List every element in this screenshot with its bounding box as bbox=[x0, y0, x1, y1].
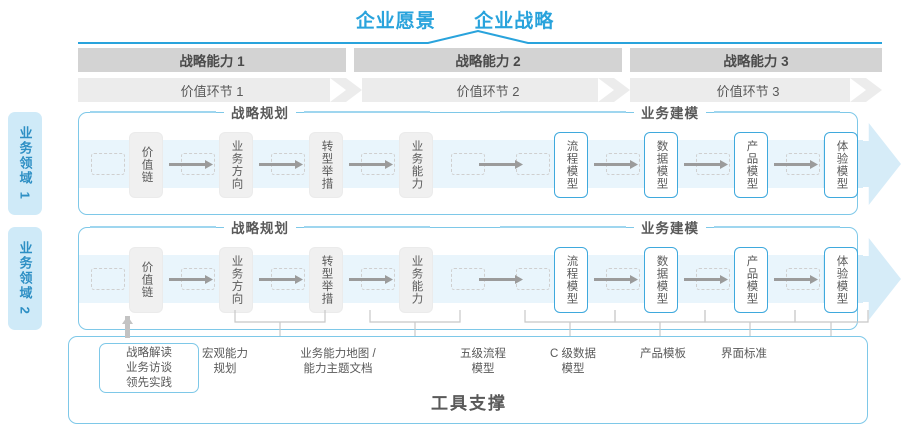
capability-gap-2 bbox=[622, 48, 630, 72]
enterprise-vision-title: 企业愿景 bbox=[355, 11, 436, 32]
node-transformation[interactable]: 转型举措 bbox=[309, 247, 343, 313]
capability-cell-2: 战略能力 2 bbox=[354, 48, 622, 72]
top-titles: 企业愿景 企业战略 bbox=[0, 6, 910, 33]
tool-to-node-up-arrow bbox=[122, 316, 133, 338]
step-arrow bbox=[774, 160, 818, 169]
step-arrow bbox=[259, 275, 303, 284]
section-caption-business-modeling-1: 业务建模 bbox=[500, 102, 840, 122]
value-chain-cell-1: 价值环节 1 bbox=[78, 78, 346, 102]
step-arrow bbox=[349, 160, 393, 169]
node-experience-model[interactable]: 体验模型 bbox=[824, 247, 858, 313]
tool-caption-line: 模型 bbox=[561, 363, 585, 375]
node-transformation[interactable]: 转型举措 bbox=[309, 132, 343, 198]
capability-gap-1 bbox=[346, 48, 354, 72]
domain-row-1: 价值链 业务方向 转型举措 业务能力 流程模型 数据模型 产品模型 体验模型 bbox=[78, 112, 901, 215]
step-arrow bbox=[479, 160, 523, 169]
section-caption-strategy-planning-2: 战略规划 bbox=[90, 217, 430, 237]
node-value-chain[interactable]: 价值链 bbox=[129, 247, 163, 313]
tool-highlight-line-2: 业务访谈 bbox=[126, 361, 172, 374]
strategy-peak-connector bbox=[78, 30, 882, 44]
caption-line-right bbox=[714, 226, 840, 228]
caption-line-right bbox=[304, 111, 430, 113]
value-chain-chevron-2 bbox=[614, 78, 630, 102]
value-chain-cell-3: 价值环节 3 bbox=[630, 78, 866, 102]
step-arrow bbox=[479, 275, 523, 284]
node-business-capability[interactable]: 业务能力 bbox=[399, 247, 433, 313]
step-arrow bbox=[169, 160, 213, 169]
tool-caption-data-model: C 级数据 模型 bbox=[511, 347, 635, 377]
value-chain-chevron-3 bbox=[866, 78, 882, 102]
enterprise-strategy-title: 企业战略 bbox=[474, 11, 555, 32]
step-arrow bbox=[349, 275, 393, 284]
tool-highlight-line-3: 领先实践 bbox=[126, 376, 172, 389]
section-caption-strategy-planning-1: 战略规划 bbox=[90, 102, 430, 122]
caption-text: 战略规划 bbox=[224, 217, 296, 237]
tool-caption-line: 产品模板 bbox=[640, 348, 686, 360]
caption-text: 战略规划 bbox=[224, 102, 296, 122]
tool-caption-line: 能力主题文档 bbox=[303, 363, 373, 375]
node-business-direction[interactable]: 业务方向 bbox=[219, 247, 253, 313]
step-arrow bbox=[774, 275, 818, 284]
caption-line-left bbox=[500, 226, 626, 228]
node-data-model[interactable]: 数据模型 bbox=[644, 132, 678, 198]
tool-support-container: 战略解读 业务访谈 领先实践 宏观能力 规划 业务能力地图 / 能力主题文档 五… bbox=[68, 336, 868, 424]
tool-caption-capability-map: 业务能力地图 / 能力主题文档 bbox=[266, 347, 410, 377]
tool-caption-line: 模型 bbox=[471, 363, 495, 375]
node-data-model[interactable]: 数据模型 bbox=[644, 247, 678, 313]
tool-caption-line: C 级数据 bbox=[550, 348, 596, 360]
tool-caption-ui-standard: 界面标准 bbox=[682, 347, 806, 362]
step-arrow bbox=[594, 275, 638, 284]
tool-caption-line: 五级流程 bbox=[460, 348, 506, 360]
node-process-model[interactable]: 流程模型 bbox=[554, 132, 588, 198]
tool-caption-line: 规划 bbox=[213, 363, 237, 375]
slot-placeholder bbox=[91, 153, 125, 175]
caption-text: 业务建模 bbox=[634, 217, 706, 237]
tool-caption-line: 业务能力地图 / bbox=[300, 348, 376, 360]
tool-caption-process-model: 五级流程 模型 bbox=[421, 347, 545, 377]
tool-support-title: 工具支撑 bbox=[431, 394, 507, 413]
sidebar-domain-1[interactable]: 业务领域 1 bbox=[8, 112, 42, 215]
step-arrow bbox=[169, 275, 213, 284]
value-chain-chevron-1 bbox=[346, 78, 362, 102]
caption-line-right bbox=[714, 111, 840, 113]
slot-placeholder bbox=[91, 268, 125, 290]
capability-cell-3: 战略能力 3 bbox=[630, 48, 882, 72]
node-process-model[interactable]: 流程模型 bbox=[554, 247, 588, 313]
step-arrow bbox=[684, 160, 728, 169]
node-experience-model[interactable]: 体验模型 bbox=[824, 132, 858, 198]
node-product-model[interactable]: 产品模型 bbox=[734, 132, 768, 198]
tool-highlight-box[interactable]: 战略解读 业务访谈 领先实践 bbox=[99, 343, 199, 393]
value-chain-row: 价值环节 1 价值环节 2 价值环节 3 bbox=[78, 78, 882, 102]
node-value-chain[interactable]: 价值链 bbox=[129, 132, 163, 198]
tool-caption-line: 界面标准 bbox=[721, 348, 767, 360]
caption-text: 业务建模 bbox=[634, 102, 706, 122]
caption-line-left bbox=[90, 226, 216, 228]
node-business-capability[interactable]: 业务能力 bbox=[399, 132, 433, 198]
step-arrow bbox=[259, 160, 303, 169]
caption-line-left bbox=[500, 111, 626, 113]
value-chain-cell-2: 价值环节 2 bbox=[362, 78, 614, 102]
tool-caption-product-template: 产品模板 bbox=[601, 347, 725, 362]
sidebar-domain-2[interactable]: 业务领域 2 bbox=[8, 227, 42, 330]
step-arrow bbox=[684, 275, 728, 284]
node-business-direction[interactable]: 业务方向 bbox=[219, 132, 253, 198]
section-caption-business-modeling-2: 业务建模 bbox=[500, 217, 840, 237]
tool-highlight-line-1: 战略解读 bbox=[126, 346, 172, 359]
capability-cell-1: 战略能力 1 bbox=[78, 48, 346, 72]
step-arrow bbox=[594, 160, 638, 169]
domain-row-2: 价值链 业务方向 转型举措 业务能力 流程模型 数据模型 产品模型 体验模型 bbox=[78, 227, 901, 330]
node-product-model[interactable]: 产品模型 bbox=[734, 247, 768, 313]
caption-line-left bbox=[90, 111, 216, 113]
tool-caption-line: 宏观能力 bbox=[202, 348, 248, 360]
capability-header-row: 战略能力 1 战略能力 2 战略能力 3 bbox=[78, 48, 882, 72]
caption-line-right bbox=[304, 226, 430, 228]
tool-caption-macro-capability: 宏观能力 规划 bbox=[163, 347, 287, 377]
